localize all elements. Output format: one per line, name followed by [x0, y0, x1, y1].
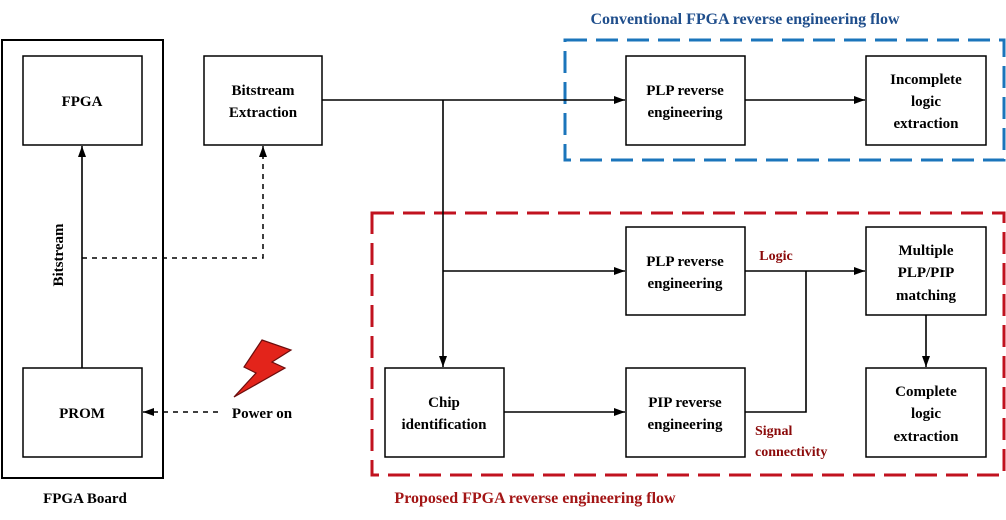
fpga-box-border [22, 55, 143, 146]
proposed-plp-reverse-box: PLP reverse engineering [625, 226, 746, 316]
complete-extraction-box: Complete logic extraction [865, 367, 987, 458]
chip-identification-line-1: Chip [428, 395, 460, 411]
signal-edge-label-line-2: connectivity [755, 445, 827, 460]
incomplete-extraction-line-3: extraction [894, 116, 960, 132]
proposed-flow-title: Proposed FPGA reverse engineering flow [394, 490, 676, 507]
prom-box-label: PROM [59, 406, 105, 422]
complete-extraction-line-2: logic [911, 406, 941, 422]
matching-border [865, 226, 987, 316]
chip-identification-box: Chip identification [384, 367, 505, 458]
bitstream-extraction-line-1: Bitstream [231, 83, 295, 99]
lightning-bolt-icon [233, 339, 293, 398]
pip-reverse-line-1: PIP reverse [648, 395, 722, 411]
conventional-plp-reverse-border [625, 55, 746, 146]
matching-line-2: PLP/PIP [898, 265, 955, 281]
complete-extraction-line-3: extraction [894, 429, 960, 445]
proposed-plp-reverse-line-2: engineering [648, 276, 723, 292]
proposed-flow-frame [370, 211, 1006, 477]
complete-extraction-border [865, 367, 987, 458]
bitstream-extraction-line-2: Extraction [229, 105, 298, 121]
conventional-plp-reverse-line-1: PLP reverse [646, 83, 724, 99]
incomplete-extraction-border [865, 55, 987, 146]
signal-edge-label-line-1: Signal [755, 424, 792, 439]
matching-line-3: matching [896, 288, 957, 304]
pip-to-matching-connector [745, 271, 807, 413]
conventional-plp-reverse-box: PLP reverse engineering [625, 55, 746, 146]
incomplete-extraction-line-1: Incomplete [890, 72, 962, 88]
bitstream-extraction-box: Bitstream Extraction [203, 55, 323, 146]
fpga-box-label: FPGA [62, 94, 103, 110]
proposed-plp-reverse-border [625, 226, 746, 316]
prom-box: PROM [22, 367, 143, 458]
pip-reverse-box: PIP reverse engineering [625, 367, 746, 458]
conventional-plp-reverse-line-2: engineering [648, 105, 723, 121]
pip-reverse-line-2: engineering [648, 417, 723, 433]
matching-box: Multiple PLP/PIP matching [865, 226, 987, 316]
complete-extraction-line-1: Complete [895, 384, 957, 400]
logic-edge-label: Logic [759, 249, 792, 264]
proposed-plp-reverse-line-1: PLP reverse [646, 254, 724, 270]
incomplete-extraction-box: Incomplete logic extraction [865, 55, 987, 146]
prom-box-border [22, 367, 143, 458]
bitstream-extraction-border [203, 55, 323, 146]
fpga-box: FPGA [22, 55, 143, 146]
conventional-flow-title: Conventional FPGA reverse engineering fl… [591, 11, 900, 28]
fpga-board-frame [1, 39, 164, 479]
chip-identification-border [384, 367, 505, 458]
bitstream-label: Bitstream [51, 223, 67, 287]
pip-reverse-border [625, 367, 746, 458]
fpga-board-label: FPGA Board [43, 491, 127, 507]
power-on-label: Power on [232, 406, 293, 422]
chip-identification-line-2: identification [402, 417, 488, 433]
incomplete-extraction-line-2: logic [911, 94, 941, 110]
matching-line-1: Multiple [899, 243, 954, 259]
bitstream-tap-dashed-arrow [82, 146, 267, 259]
